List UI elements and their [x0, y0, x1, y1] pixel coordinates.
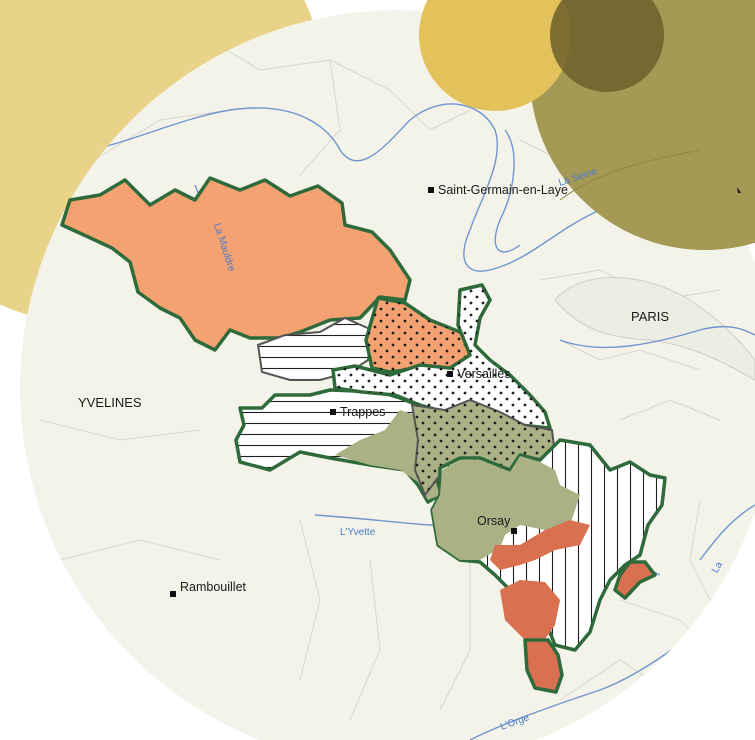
- zone-rust-1: [490, 520, 590, 570]
- zone-rust-4: [613, 560, 657, 600]
- river-seine-lower: [494, 129, 521, 253]
- label-paris: PARIS: [631, 309, 670, 324]
- city-label: Rambouillet: [180, 580, 247, 594]
- city-label: Trappes: [340, 405, 386, 419]
- zone-rust-2: [500, 580, 560, 645]
- city-label: Orsay: [477, 514, 511, 528]
- city-label: Versailles: [457, 367, 511, 381]
- city-marker-icon: [428, 187, 434, 193]
- zone-orange-nw: [60, 176, 412, 352]
- city-versailles: Versailles: [447, 367, 511, 381]
- city-marker-icon: [511, 528, 517, 534]
- zone-dotted-white-pattern: [333, 285, 550, 428]
- zone-olive-trappes: [335, 410, 440, 500]
- decor-circle-gold: [419, 0, 571, 111]
- zone-rust-3: [523, 638, 564, 694]
- decor-circle-dark: [550, 0, 664, 92]
- city-marker-icon: [170, 591, 176, 597]
- city-trappes: Trappes: [330, 405, 385, 419]
- paris-area: [554, 277, 755, 381]
- zones: [60, 176, 667, 694]
- city-orsay: Orsay: [477, 514, 510, 528]
- river-seine-paris: [559, 326, 755, 349]
- city-marker-icon: [447, 371, 453, 377]
- zone-hlines-trappes: [234, 388, 442, 504]
- city-rambouillet: Rambouillet: [170, 577, 246, 597]
- pointer-icon: [737, 187, 741, 193]
- zone-hlines-north: [256, 316, 374, 381]
- label-yvelines: YVELINES: [78, 395, 142, 410]
- city-label: Saint-Germain-en-Laye: [438, 183, 568, 197]
- olive-circle-river-trace: [559, 149, 701, 201]
- city-marker-icon: [330, 409, 336, 415]
- river-label-yvette: L'Yvette: [340, 527, 376, 538]
- zone-dotted-orange-pattern: [366, 298, 475, 378]
- city-saint-germain: Saint-Germain-en-Laye: [428, 183, 568, 197]
- river-east: [699, 504, 755, 561]
- zone-olive-orsay: [432, 456, 580, 560]
- zone-dotted-olive-pattern: [412, 400, 555, 495]
